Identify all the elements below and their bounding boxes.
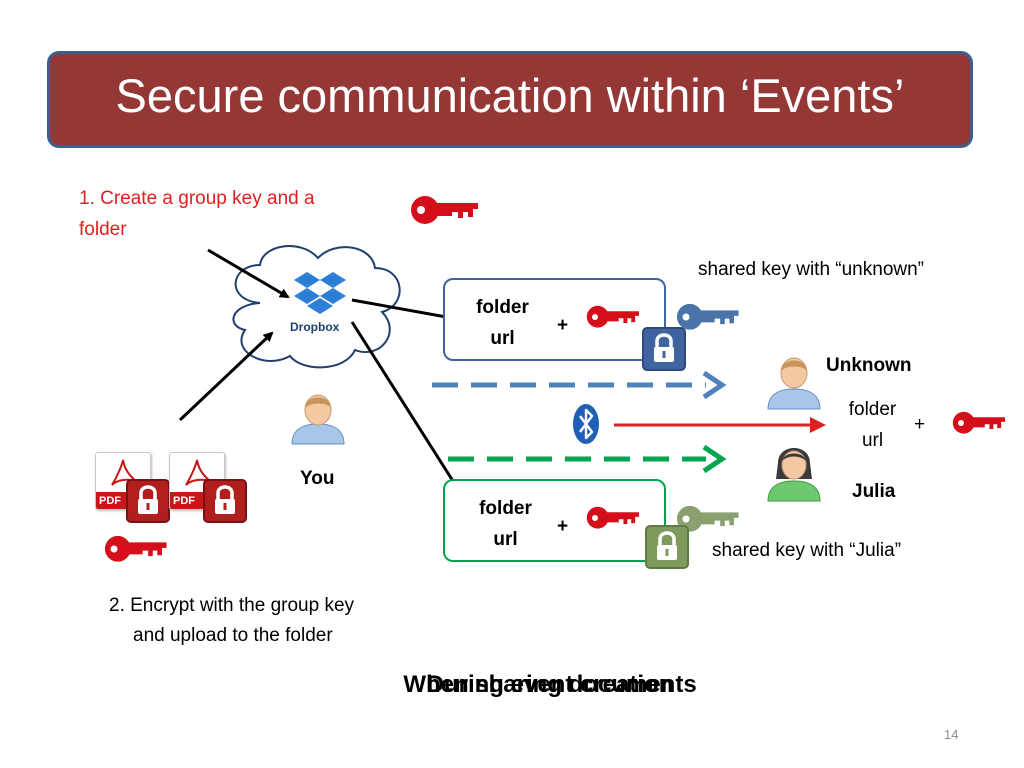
red-key-icon <box>952 411 1006 434</box>
title-banner: Secure communication within ‘Events’ <box>47 51 973 148</box>
person-icon <box>767 357 821 410</box>
julia-label: Julia <box>852 481 896 502</box>
green-key-icon <box>676 505 739 532</box>
lock-icon <box>645 525 689 569</box>
julia-folder-box <box>443 479 666 562</box>
step1-line2: folder <box>79 219 127 240</box>
bottom-box-plus: + <box>557 516 569 537</box>
red-key-icon <box>411 196 478 224</box>
you-label: You <box>300 468 335 489</box>
top-box-folder: folder <box>476 297 529 318</box>
caption-when-sharing: When sharing documents <box>403 671 697 698</box>
lock-icon <box>126 479 170 523</box>
bottom-box-folder: folder <box>479 498 532 519</box>
dropbox-logo-icon <box>294 272 346 314</box>
page-number: 14 <box>944 727 959 742</box>
pdf-label: PDF <box>173 495 195 507</box>
person-icon <box>767 448 821 502</box>
unknown-label: Unknown <box>826 355 912 376</box>
pdf-label: PDF <box>99 495 121 507</box>
bt-payload-url: url <box>861 430 884 451</box>
dashed-arrow-julia <box>448 444 727 474</box>
arrow-create-to-cloud <box>207 248 290 299</box>
red-key-icon <box>586 506 640 529</box>
step2-line2: and upload to the folder <box>133 625 333 646</box>
dashed-arrow-unknown <box>432 370 727 400</box>
person-icon <box>291 394 345 445</box>
top-box-plus: + <box>557 315 569 336</box>
lock-icon <box>642 327 686 371</box>
step2-line1: 2. Encrypt with the group key <box>109 595 355 616</box>
top-box-url: url <box>490 328 515 349</box>
arrow-upload-to-cloud <box>178 331 274 422</box>
slide-title: Secure communication within ‘Events’ <box>115 69 905 122</box>
bt-payload-folder: folder <box>848 399 897 420</box>
shared-key-julia-label: shared key with “Julia” <box>712 540 902 561</box>
bluetooth-icon <box>573 404 599 444</box>
red-key-icon <box>104 535 167 562</box>
step1-line1: 1. Create a group key and a <box>79 188 315 209</box>
dropbox-label: Dropbox <box>290 320 340 334</box>
arrow-cloud-to-bottom-box <box>350 321 467 502</box>
bottom-box-url: url <box>493 529 518 550</box>
blue-key-icon <box>676 303 739 330</box>
shared-key-unknown-label: shared key with “unknown” <box>698 259 924 280</box>
bluetooth-transfer-arrow <box>614 417 826 433</box>
unknown-folder-box <box>443 278 666 361</box>
red-key-icon <box>586 305 640 328</box>
caption-during-event: During event creation <box>426 671 674 698</box>
lock-icon <box>203 479 247 523</box>
bt-payload-plus: + <box>914 414 926 435</box>
